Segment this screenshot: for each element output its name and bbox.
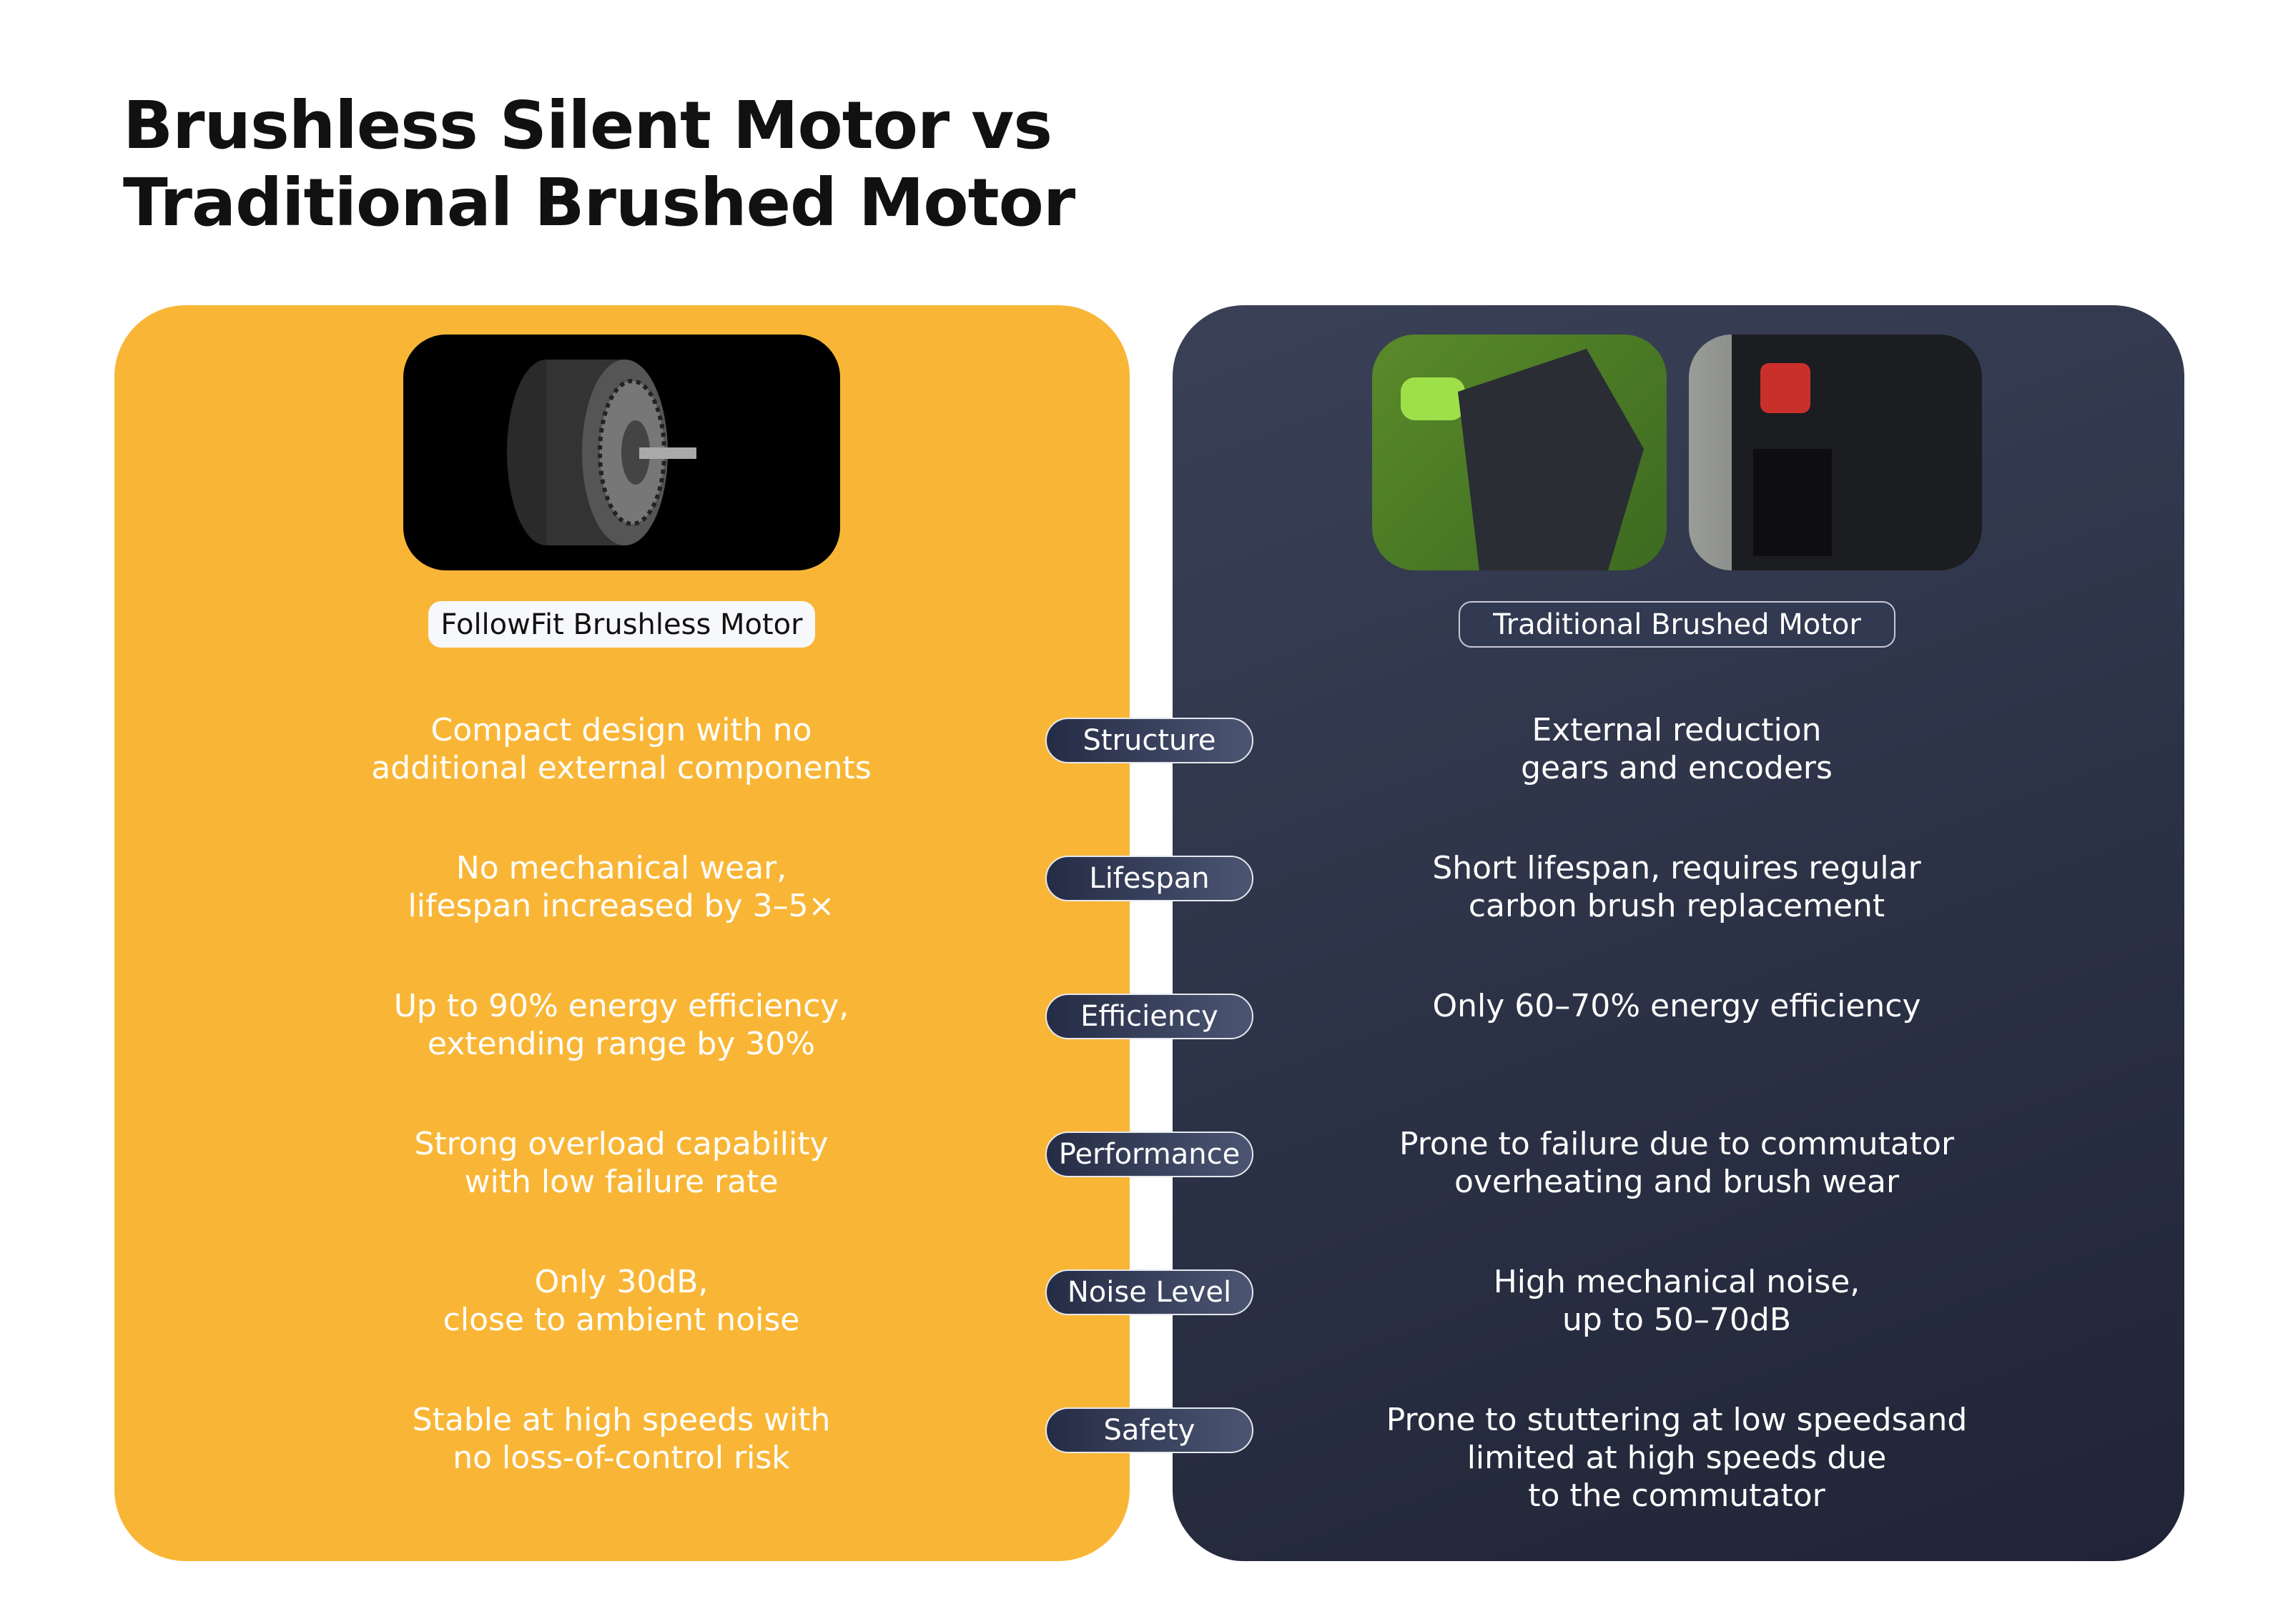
brushed-motor-image-1 xyxy=(1372,335,1667,570)
title-line-1: Brushless Silent Motor vs xyxy=(123,87,1052,164)
brushed-safety-text: Prone to stuttering at low speedsand lim… xyxy=(1386,1402,1968,1514)
brushed-panel xyxy=(1173,305,2184,1561)
brushless-motor-image xyxy=(403,335,840,570)
brushless-lifespan-text: No mechanical wear, lifespan increased b… xyxy=(408,850,835,924)
brushless-noise-level-text: Only 30dB, close to ambient noise xyxy=(443,1264,800,1338)
page-title: Brushless Silent Motor vs Traditional Br… xyxy=(123,87,1075,242)
category-pill-performance: Performance xyxy=(1045,1132,1253,1177)
title-line-2: Traditional Brushed Motor xyxy=(123,164,1075,241)
brushed-structure-text: External reduction gears and encoders xyxy=(1521,712,1833,786)
brushed-performance-text: Prone to failure due to commutator overh… xyxy=(1399,1126,1955,1200)
brushed-efficiency-text: Only 60–70% energy efficiency xyxy=(1432,988,1921,1024)
category-pill-lifespan: Lifespan xyxy=(1045,856,1253,901)
brushless-structure-text: Compact design with no additional extern… xyxy=(371,712,872,786)
brushless-performance-text: Strong overload capability with low fail… xyxy=(414,1126,829,1200)
brushed-motor-image-2 xyxy=(1689,335,1982,570)
category-pill-structure: Structure xyxy=(1045,718,1253,763)
brushless-safety-text: Stable at high speeds with no loss-of-co… xyxy=(412,1402,831,1476)
category-pill-noise-level: Noise Level xyxy=(1045,1269,1253,1315)
category-pill-efficiency: Efficiency xyxy=(1045,994,1253,1039)
brushed-motor-label: Traditional Brushed Motor xyxy=(1459,601,1895,648)
category-pill-safety: Safety xyxy=(1045,1407,1253,1453)
brushed-lifespan-text: Short lifespan, requires regular carbon … xyxy=(1432,850,1921,924)
brushless-motor-label: FollowFit Brushless Motor xyxy=(428,601,815,648)
brushless-efficiency-text: Up to 90% energy efficiency, extending r… xyxy=(393,988,849,1062)
brushed-noise-level-text: High mechanical noise, up to 50–70dB xyxy=(1493,1264,1860,1338)
